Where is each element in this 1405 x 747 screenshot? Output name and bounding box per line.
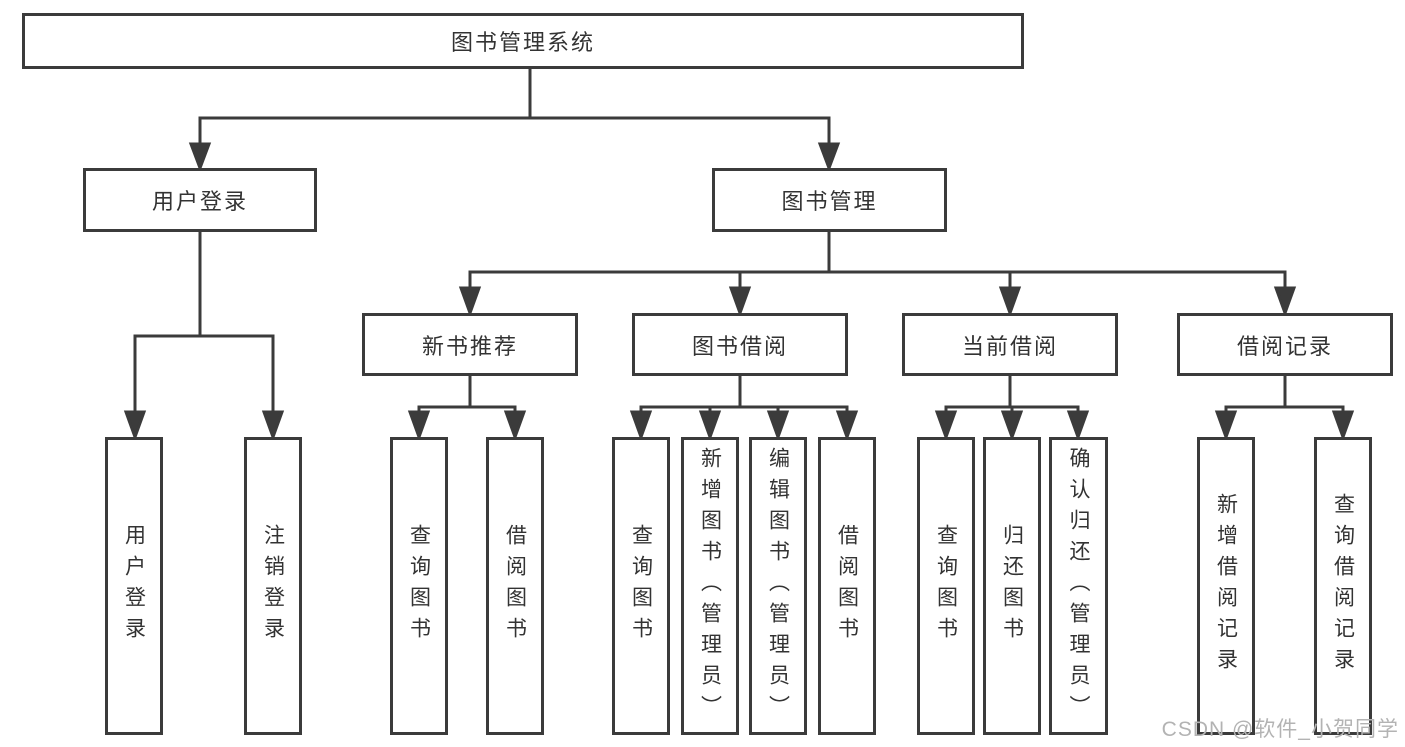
node-label: 用户登录	[151, 189, 248, 214]
node-label: 查询借阅记录	[1331, 493, 1355, 679]
node-library-management-system: 图书管理系统	[22, 13, 1024, 69]
node-label: 查询图书	[407, 524, 431, 648]
connectors-book-borrow-children	[629, 376, 859, 442]
arrowhead-current-borrow	[998, 286, 1022, 318]
node-label: 查询图书	[629, 524, 653, 648]
node-leaf-query-borrow-record: 查询借阅记录	[1314, 437, 1372, 735]
connectors-root-to-level2	[188, 69, 841, 173]
node-label: 图书借阅	[691, 333, 788, 359]
node-label: 借阅图书	[835, 524, 859, 648]
node-new-book-recommend: 新书推荐	[362, 313, 578, 376]
node-book-borrow: 图书借阅	[632, 313, 848, 376]
node-leaf-query-book-recommend: 查询图书	[390, 437, 448, 735]
arrowhead-user-login	[188, 142, 212, 173]
arrowhead-leaf-g3-4	[835, 410, 859, 442]
arrowhead-leaf-g2-1	[407, 410, 431, 442]
node-leaf-borrow-book: 借阅图书	[818, 437, 876, 735]
node-leaf-query-current: 查询图书	[917, 437, 975, 735]
node-label: 用户登录	[122, 524, 146, 648]
node-label: 查询图书	[934, 524, 958, 648]
connectors-user-login-children	[123, 232, 285, 442]
node-label: 当前借阅	[961, 333, 1058, 359]
arrowhead-leaf-g5-2	[1331, 410, 1355, 442]
arrowhead-leaf-logout	[261, 410, 285, 442]
node-borrow-record: 借阅记录	[1177, 313, 1393, 376]
node-label: 借阅记录	[1236, 333, 1333, 359]
node-label: 借阅图书	[503, 524, 527, 648]
arrowhead-book-borrow	[728, 286, 752, 318]
node-leaf-logout: 注销登录	[244, 437, 302, 735]
node-label: 确认归还（管理员）	[1067, 446, 1090, 726]
node-label: 归还图书	[1000, 524, 1024, 648]
arrowhead-leaf-g4-1	[934, 410, 958, 442]
node-label: 新书推荐	[421, 333, 518, 359]
connectors-borrow-record-children	[1214, 376, 1355, 442]
connectors-new-book-children	[407, 376, 527, 442]
node-leaf-query-book: 查询图书	[612, 437, 670, 735]
node-leaf-confirm-return-admin: 确认归还（管理员）	[1049, 437, 1108, 735]
arrowhead-leaf-g4-2	[1000, 410, 1024, 442]
arrowhead-leaf-g3-2	[698, 410, 722, 442]
csdn-watermark: CSDN @软件_小贺同学	[1161, 718, 1399, 741]
arrowhead-leaf-user-login	[123, 410, 147, 442]
node-label: 图书管理	[781, 189, 878, 214]
arrowhead-leaf-g4-3	[1066, 410, 1090, 442]
node-leaf-borrow-book-recommend: 借阅图书	[486, 437, 544, 735]
arrowhead-new-book	[458, 286, 482, 318]
node-label: 图书管理系统	[450, 30, 595, 55]
connectors-book-mgmt-to-level3	[458, 232, 1297, 318]
arrowhead-borrow-record	[1273, 286, 1297, 318]
arrowhead-leaf-g5-1	[1214, 410, 1238, 442]
node-leaf-add-book-admin: 新增图书（管理员）	[681, 437, 739, 735]
node-leaf-user-login: 用户登录	[105, 437, 163, 735]
node-leaf-return-book: 归还图书	[983, 437, 1041, 735]
node-book-management: 图书管理	[712, 168, 947, 232]
node-current-borrow: 当前借阅	[902, 313, 1118, 376]
node-user-login: 用户登录	[83, 168, 317, 232]
arrowhead-leaf-g2-2	[503, 410, 527, 442]
node-leaf-add-borrow-record: 新增借阅记录	[1197, 437, 1255, 735]
node-label: 注销登录	[261, 524, 285, 648]
connectors-current-borrow-children	[934, 376, 1090, 442]
arrowhead-leaf-g3-1	[629, 410, 653, 442]
arrowhead-leaf-g3-3	[766, 410, 790, 442]
node-label: 新增图书（管理员）	[698, 446, 722, 726]
node-leaf-edit-book-admin: 编辑图书（管理员）	[749, 437, 807, 735]
arrowhead-book-mgmt	[817, 142, 841, 173]
node-label: 新增借阅记录	[1214, 493, 1238, 679]
node-label: 编辑图书（管理员）	[766, 446, 790, 726]
